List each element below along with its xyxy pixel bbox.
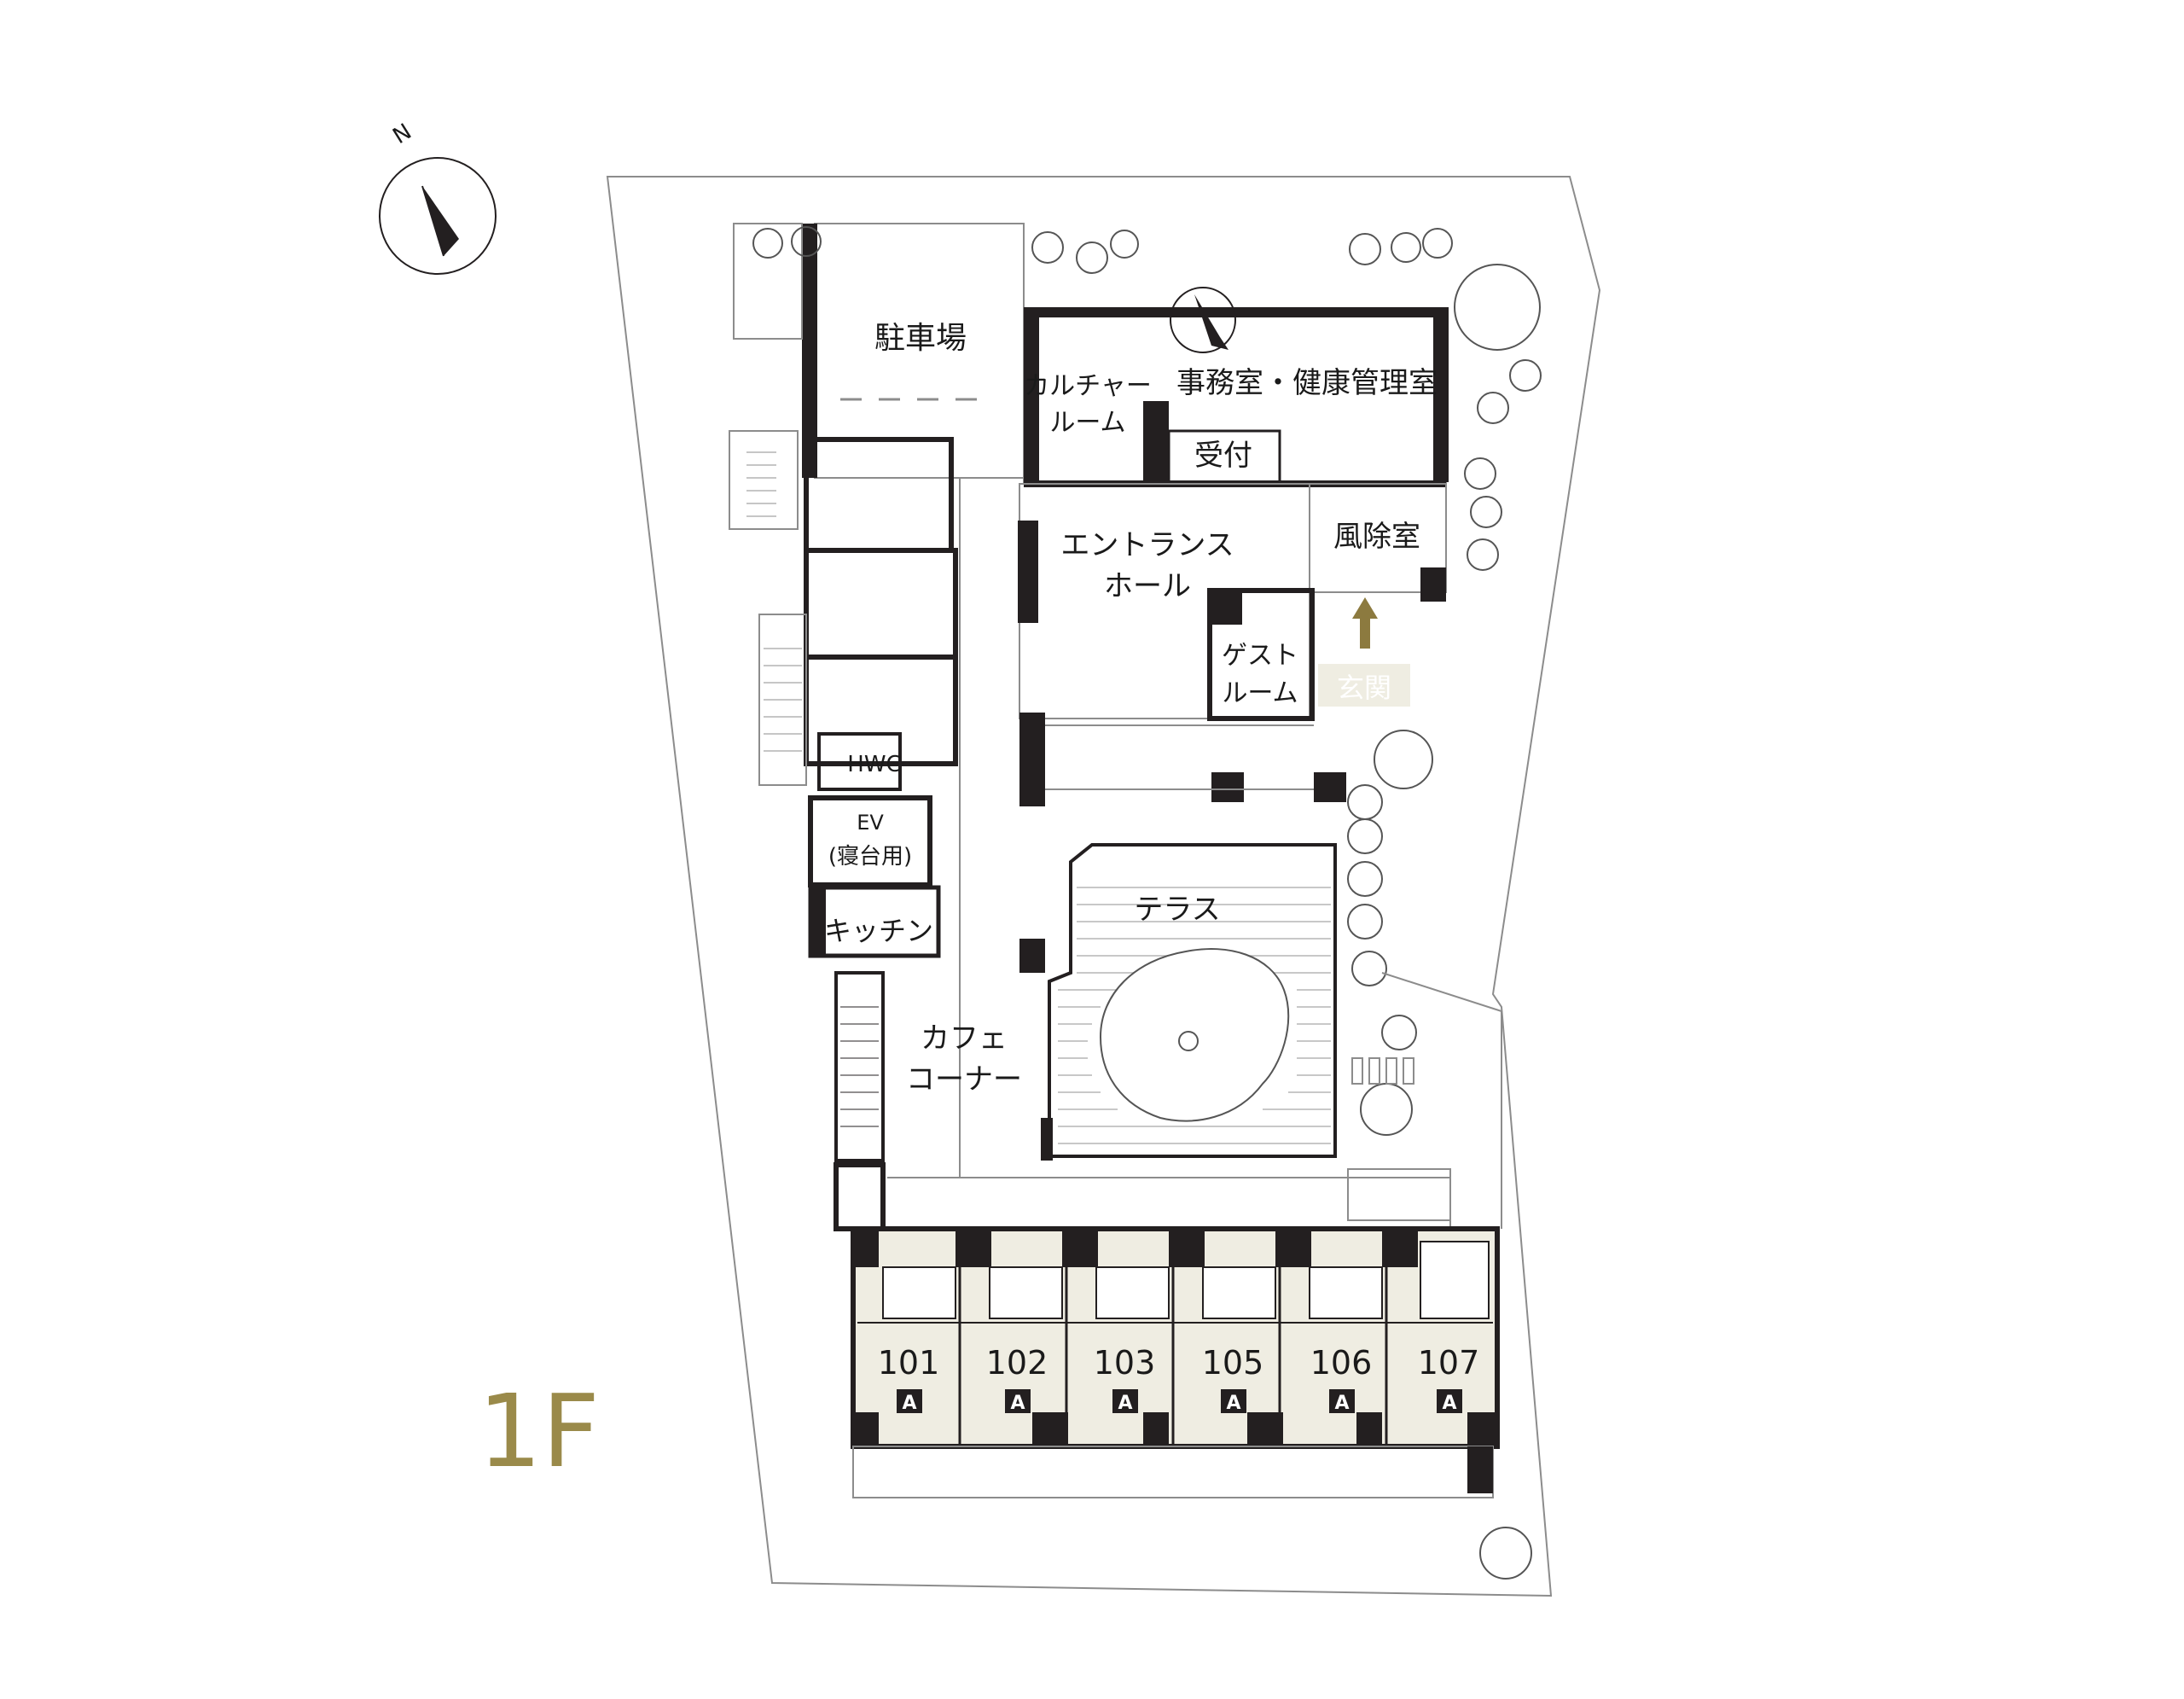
culture-room-label-1: カルチャー bbox=[1024, 371, 1152, 401]
culture-room-label-2: ルーム bbox=[1049, 408, 1125, 438]
west-block-low bbox=[804, 655, 958, 766]
ev-label-2: (寝台用) bbox=[828, 844, 912, 870]
entrance-tag bbox=[1318, 664, 1410, 707]
entrance-arrow-icon bbox=[1352, 597, 1378, 649]
office-compass-needle-icon bbox=[1194, 294, 1228, 350]
tree-cluster-north bbox=[752, 226, 1542, 1580]
unit-number: 102 bbox=[986, 1344, 1048, 1382]
unit-type-badge bbox=[1329, 1389, 1355, 1413]
unit-number: 105 bbox=[1202, 1344, 1264, 1382]
office-compass-icon bbox=[1170, 287, 1236, 353]
garden-box-nw bbox=[733, 223, 803, 340]
ev-room bbox=[808, 795, 932, 887]
west-stairs-low-steps bbox=[840, 1006, 879, 1127]
unit-number: 103 bbox=[1094, 1344, 1156, 1382]
unit-type-badge bbox=[1221, 1389, 1246, 1413]
west-block-upper bbox=[804, 437, 954, 553]
hwc-room bbox=[817, 732, 902, 791]
entrance-hall-label-2: ホール bbox=[1104, 569, 1191, 603]
site-boundary bbox=[606, 176, 1601, 1597]
entrance-hall-wall-left bbox=[1018, 521, 1038, 623]
pillar-3 bbox=[1314, 772, 1346, 802]
west-room-low bbox=[834, 1162, 886, 1231]
bike-racks bbox=[1351, 1057, 1414, 1085]
unit-walls bbox=[857, 1229, 1493, 1446]
guest-room-label-2: ルーム bbox=[1222, 678, 1298, 708]
unit-type: A bbox=[1442, 1393, 1456, 1414]
floor-label: 1F bbox=[478, 1372, 600, 1490]
east-lower-boundary bbox=[1381, 972, 1502, 1229]
unit-type-badge bbox=[897, 1389, 922, 1413]
unit-dividers bbox=[853, 1229, 1497, 1448]
guest-room-label-1: ゲスト bbox=[1222, 641, 1298, 671]
unit-labels: 101 102 103 105 106 107 A A A A A A bbox=[878, 1344, 1480, 1414]
unit-number: 106 bbox=[1310, 1344, 1373, 1382]
room-labels: 駐車場 カルチャー ルーム 事務室・健康管理室 受付 風除室 エントランス ホー… bbox=[824, 321, 1438, 1097]
culture-room-wall bbox=[1143, 401, 1169, 482]
unit-type-badge bbox=[1437, 1389, 1462, 1413]
office-wall-right bbox=[1433, 307, 1449, 482]
office-wall-left bbox=[1024, 307, 1039, 482]
unit-type: A bbox=[1226, 1393, 1240, 1414]
west-stairs-mid bbox=[758, 614, 807, 786]
cafe-label-1: カフェ bbox=[921, 1021, 1008, 1056]
entrance-hall-label-1: エントランス bbox=[1060, 528, 1234, 562]
terrace-decking-lines bbox=[1058, 887, 1331, 1144]
south-pillar bbox=[1467, 1446, 1493, 1493]
hwc-label: HWC bbox=[847, 752, 901, 777]
west-stairs-top-steps bbox=[746, 451, 776, 517]
unit-number: 107 bbox=[1418, 1344, 1480, 1382]
west-stairs-mid-steps bbox=[764, 648, 802, 752]
ev-label-1: EV bbox=[857, 811, 884, 835]
terrace-pillar-2 bbox=[1041, 1118, 1053, 1161]
compass-needle-icon bbox=[422, 186, 459, 256]
unit-type: A bbox=[1118, 1393, 1132, 1414]
windbreak-label: 風除室 bbox=[1333, 520, 1420, 554]
unit-type: A bbox=[902, 1393, 916, 1414]
compass: N bbox=[379, 119, 497, 275]
compass-north-label: N bbox=[388, 119, 415, 149]
windbreak-room bbox=[1309, 483, 1447, 593]
guest-room bbox=[1207, 588, 1315, 721]
guest-room-pillar bbox=[1210, 591, 1242, 625]
unit-type-badge bbox=[1005, 1389, 1031, 1413]
kitchen-wall bbox=[810, 887, 826, 956]
terrace-label: テラス bbox=[1134, 893, 1220, 927]
terrace-pillar bbox=[1019, 939, 1045, 973]
kitchen-label: キッチン bbox=[824, 915, 933, 947]
entrance-label: 玄関 bbox=[1337, 672, 1391, 704]
cafe-label-2: コーナー bbox=[906, 1062, 1022, 1097]
unit-bathrooms bbox=[882, 1241, 1490, 1319]
unit-type-badge bbox=[1112, 1389, 1138, 1413]
parking-label: 駐車場 bbox=[874, 321, 967, 356]
pillar-2 bbox=[1211, 772, 1244, 802]
south-walkway bbox=[852, 1446, 1494, 1498]
office-label: 事務室・健康管理室 bbox=[1176, 366, 1438, 400]
unit-number: 101 bbox=[878, 1344, 940, 1382]
parking-wall-left bbox=[802, 224, 817, 478]
unit-type: A bbox=[1010, 1393, 1025, 1414]
pillar-1 bbox=[1019, 713, 1045, 806]
windbreak-wall bbox=[1420, 567, 1446, 602]
west-block-mid bbox=[804, 548, 958, 660]
west-stairs-low bbox=[834, 971, 885, 1162]
terrace-tree-trunk bbox=[1178, 1031, 1199, 1051]
unit-type: A bbox=[1334, 1393, 1349, 1414]
west-stairs-top bbox=[729, 430, 799, 530]
reception-label: 受付 bbox=[1194, 439, 1252, 473]
compass-circle bbox=[379, 157, 497, 275]
